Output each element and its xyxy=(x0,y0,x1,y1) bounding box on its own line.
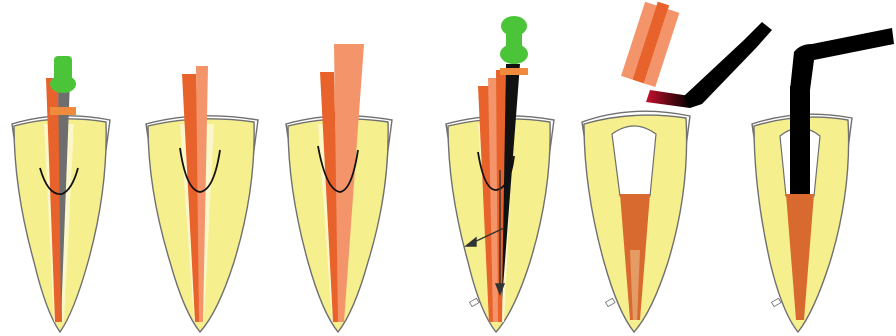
apical-cone-tip xyxy=(606,298,615,306)
empty-canal-coronal xyxy=(612,126,656,196)
heat-carrier-tip xyxy=(646,90,690,108)
panel-3-compacted-cones xyxy=(286,44,392,332)
heat-carrier-instrument xyxy=(684,22,772,108)
panel-1-spreader-insertion xyxy=(12,56,110,332)
spreader-handle-knob xyxy=(50,75,76,93)
panel-4-spreader-reinsertion xyxy=(446,16,554,332)
spreader-handle-top xyxy=(501,16,527,36)
rubber-stop xyxy=(500,68,528,75)
panel-6-vertical-compaction xyxy=(752,28,894,332)
apical-cone-tip xyxy=(470,298,479,306)
seared-cone-bundle xyxy=(621,0,681,87)
plugger-shaft xyxy=(790,86,810,194)
apical-cone-tip xyxy=(772,298,781,306)
rubber-stop xyxy=(50,107,76,115)
panel-5-heat-carrier-searing xyxy=(582,0,772,332)
plugger-handle xyxy=(790,28,894,90)
panel-2-accessory-cones xyxy=(146,66,258,332)
